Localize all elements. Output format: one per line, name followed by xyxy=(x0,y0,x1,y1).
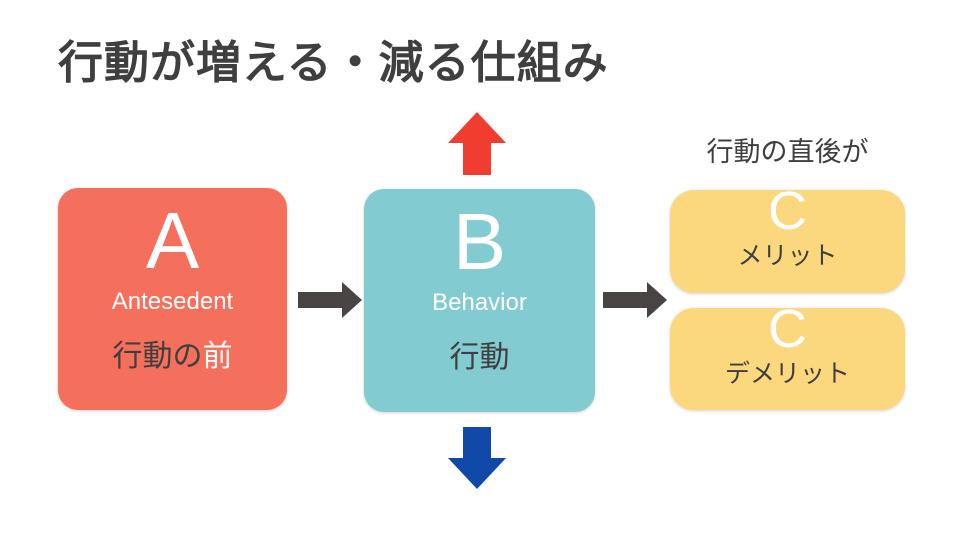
consequence-merit-box: C メリット xyxy=(670,184,905,293)
page-title: 行動が増える・減る仕組み xyxy=(58,37,609,88)
behavior-en-label: Behavior xyxy=(432,289,527,317)
antecedent-jp-prefix: 行動の xyxy=(112,340,203,374)
behavior-letter: B xyxy=(452,197,507,286)
antecedent-en-label: Antesedent xyxy=(111,288,234,316)
antecedent-jp-label: 行動の前 xyxy=(113,342,233,372)
consequence-label: 行動の直後が xyxy=(706,137,869,167)
merit-letter: C xyxy=(768,181,807,241)
antecedent-letter: A xyxy=(145,196,200,285)
consequence-demerit-box: C デメリット xyxy=(670,302,905,410)
demerit-letter: C xyxy=(768,299,807,359)
behavior-box: B Behavior 行動 xyxy=(364,189,595,412)
antecedent-box: A Antesedent 行動の前 xyxy=(58,188,287,410)
demerit-jp-label: デメリット xyxy=(724,360,850,388)
merit-jp-label: メリット xyxy=(737,242,838,270)
antecedent-jp-highlight: 前 xyxy=(202,340,233,374)
behavior-jp-label: 行動 xyxy=(449,341,510,375)
right-arrow-icon xyxy=(298,282,362,318)
down-arrow-icon xyxy=(448,427,506,489)
right-arrow-icon xyxy=(603,282,667,318)
up-arrow-icon xyxy=(448,112,506,175)
